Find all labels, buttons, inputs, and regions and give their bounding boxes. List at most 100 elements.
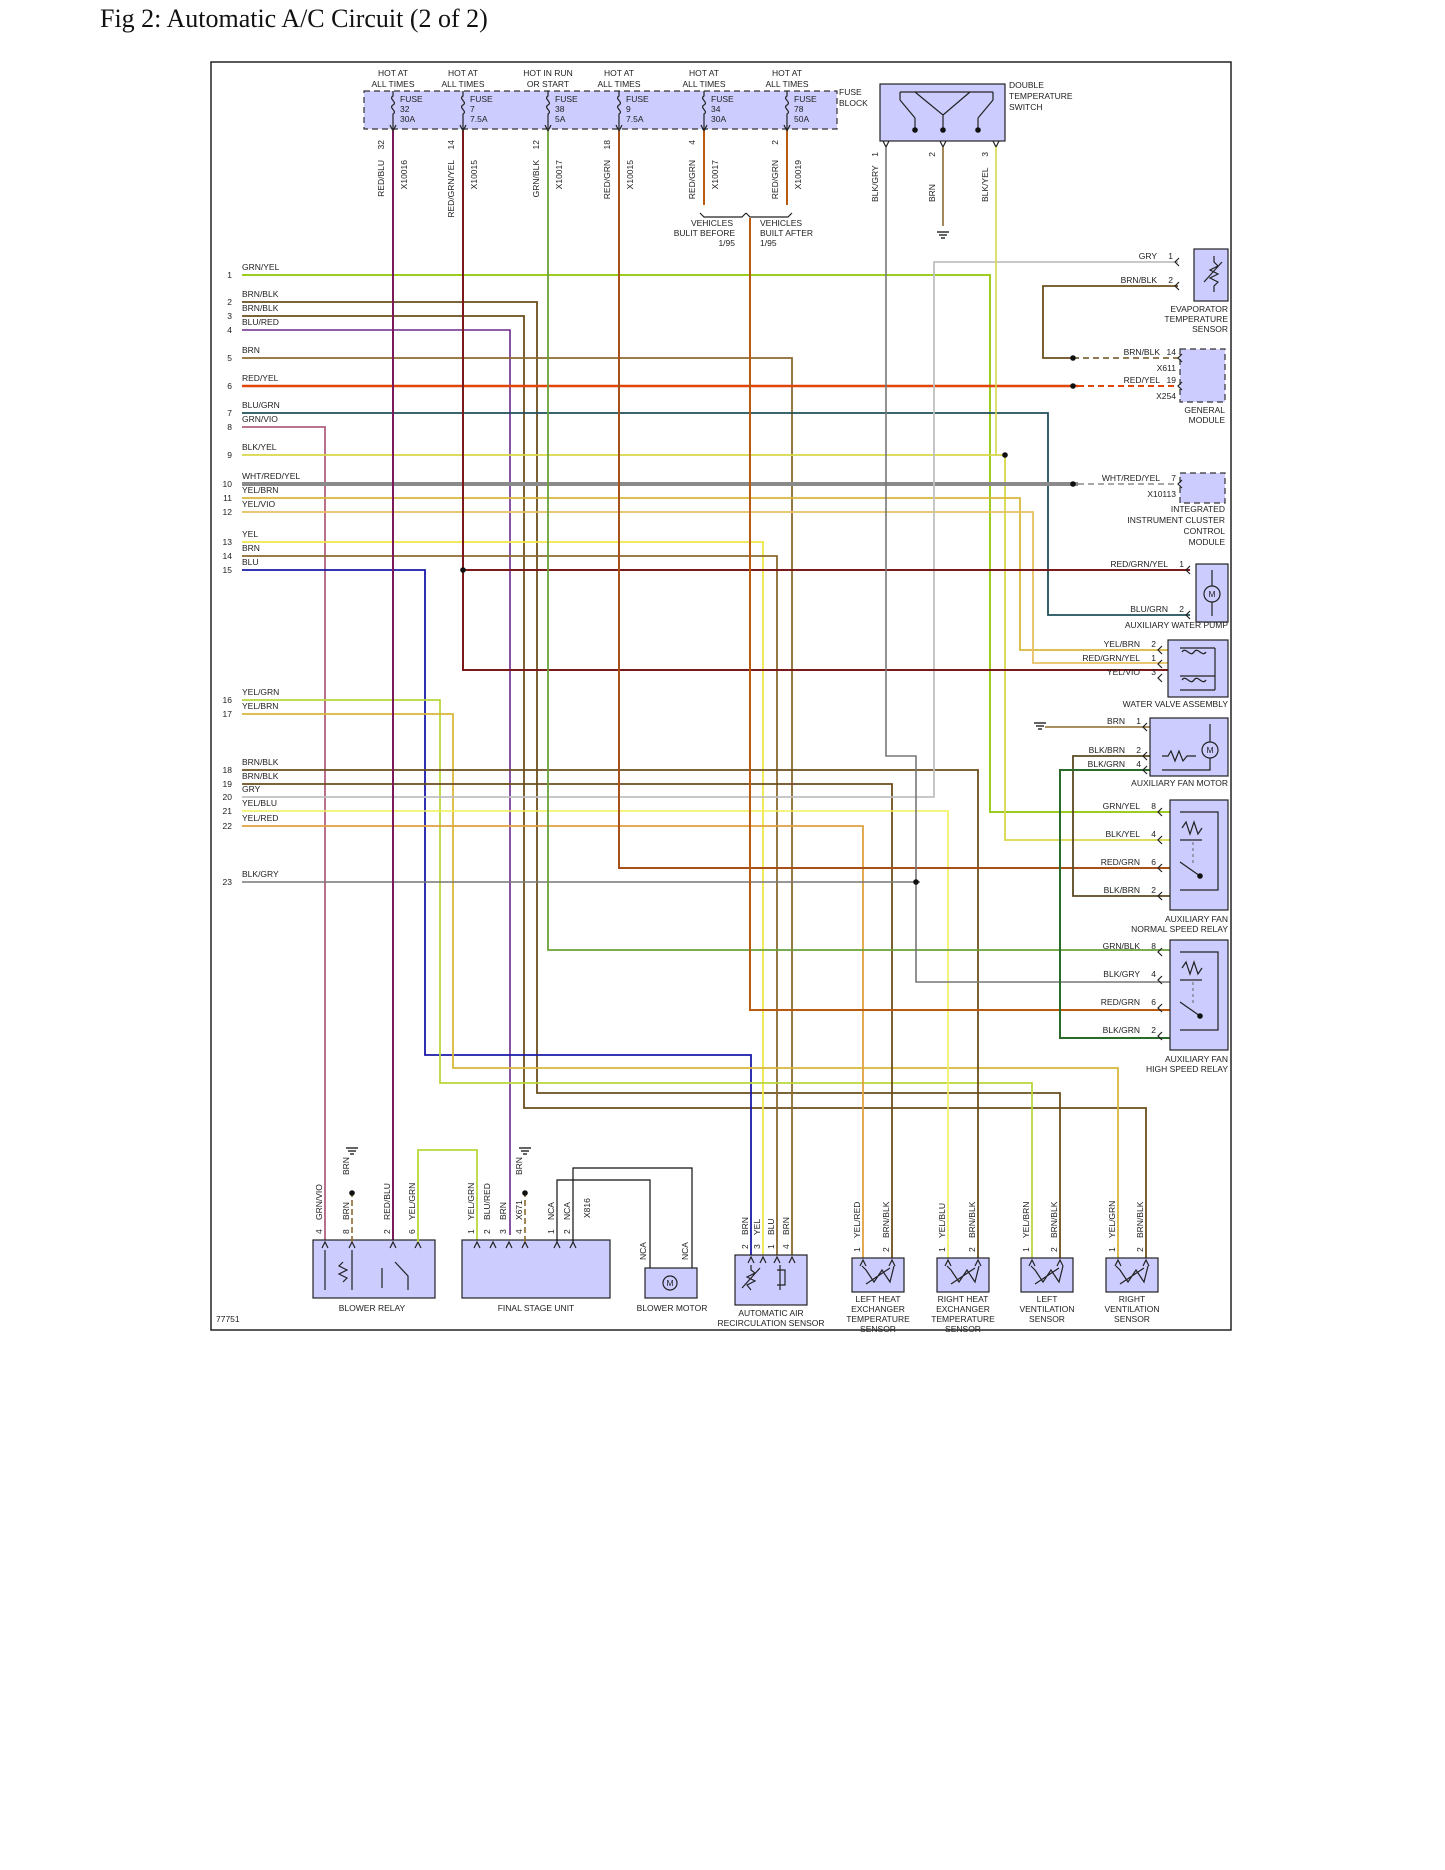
- sensor-pin: 2: [1135, 1247, 1145, 1252]
- final-stage-unit: [461, 1239, 611, 1299]
- wire-21: [242, 810, 949, 1262]
- sensor-name: VENTILATION: [1104, 1304, 1159, 1314]
- final-stage-pin: 1: [466, 1229, 476, 1234]
- figure-title: Fig 2: Automatic A/C Circuit (2 of 2): [100, 4, 488, 33]
- connector-icon: [1177, 353, 1183, 363]
- pin-wire-label: BRN/BLK: [1135, 1201, 1145, 1238]
- sensor-name: RIGHT HEAT: [938, 1294, 989, 1304]
- switch-wire-label: BLK/GRY: [870, 165, 880, 202]
- connector-icon: [759, 1255, 767, 1264]
- wire-4: [242, 329, 511, 1235]
- wire-number: 20: [223, 792, 233, 802]
- switch-label: SWITCH: [1009, 102, 1043, 112]
- pin-number: 1: [1151, 653, 1156, 663]
- sensor-pin: 1: [852, 1247, 862, 1252]
- pin-wire-label: YEL/GRN: [466, 1183, 476, 1220]
- wire-number: 17: [223, 709, 233, 719]
- pin-number: 3: [1151, 667, 1156, 677]
- final-stage-connector: X816: [582, 1198, 592, 1218]
- switch-pin: 2: [927, 152, 937, 157]
- splice-dot: [349, 1190, 355, 1196]
- pin-wire-label: BLU/RED: [482, 1183, 492, 1220]
- sensor-pin: 2: [881, 1247, 891, 1252]
- fuse-hot-label: ALL TIMES: [442, 79, 485, 89]
- pin-wire-label: BLU: [766, 1218, 776, 1235]
- connector-icon: [389, 1240, 397, 1249]
- wire-label: YEL/BRN: [242, 701, 278, 711]
- fuse-block-label: FUSE: [839, 87, 862, 97]
- diagram-frame: [210, 61, 1232, 1331]
- connector-icon: [1185, 610, 1191, 620]
- fuse-hot-label: ALL TIMES: [683, 79, 726, 89]
- instrument-cluster-name: INSTRUMENT CLUSTER: [1127, 515, 1225, 525]
- wire-1: [242, 274, 1170, 813]
- wire-number: 23: [223, 877, 233, 887]
- fuse-hot-label: HOT AT: [772, 68, 802, 78]
- pin-wire-label: GRN/VIO: [314, 1184, 324, 1220]
- pin-number: 1: [1168, 251, 1173, 261]
- sensor-icon: [741, 1265, 786, 1291]
- pin-wire-label: YEL/GRN: [1107, 1201, 1117, 1238]
- fuse-wire-grn-blk: [547, 131, 1170, 951]
- wire-number: 8: [227, 422, 232, 432]
- fuse-hot-label: HOT AT: [378, 68, 408, 78]
- connector-icon: [1114, 1258, 1122, 1267]
- connector-icon: [1185, 565, 1191, 575]
- fuse-wire-label: RED/GRN/YEL: [446, 160, 456, 218]
- blower-relay-pin: 2: [382, 1229, 392, 1234]
- fuse-icon: [461, 91, 465, 129]
- pin-wire-label: BRN/BLK: [1049, 1201, 1059, 1238]
- wire-blk-grn: [1059, 769, 1190, 1039]
- fuse-connector-label: X10015: [625, 160, 635, 190]
- instrument-cluster-name: INTEGRATED: [1171, 504, 1225, 514]
- pin-wire-label: BRN: [740, 1217, 750, 1235]
- connector-icon: [1142, 751, 1148, 761]
- evap-pin: GRY: [1139, 251, 1158, 261]
- connector-icon: [1177, 381, 1183, 391]
- fuse-hot-label: OR START: [527, 79, 569, 89]
- normal-speed-relay: [1169, 799, 1229, 911]
- pin-number: 2: [1151, 1025, 1156, 1035]
- wire-label: BRN: [242, 345, 260, 355]
- instrument-cluster-name: CONTROL: [1183, 526, 1225, 536]
- wire-14: [242, 555, 778, 1255]
- pin-number: 14: [1167, 347, 1177, 357]
- pin-number: 2: [1151, 639, 1156, 649]
- sensor-pin: 2: [967, 1247, 977, 1252]
- fuse-icon: [702, 91, 706, 129]
- splice-dot: [912, 127, 918, 133]
- fuse-hot-label: HOT AT: [448, 68, 478, 78]
- fuse-amp: 7.5A: [626, 114, 644, 124]
- fuse-hot-label: ALL TIMES: [766, 79, 809, 89]
- fuse-hot-label: HOT AT: [689, 68, 719, 78]
- sensor-name: EXCHANGER: [851, 1304, 905, 1314]
- wire-9: [242, 454, 1170, 841]
- fuse-amp: 5A: [555, 114, 566, 124]
- connector-icon: [1157, 891, 1163, 901]
- pin-number: 1: [1179, 559, 1184, 569]
- fuse-pin: 12: [531, 140, 541, 150]
- evap-pin: BRN/BLK: [1121, 275, 1158, 285]
- wire-19: [242, 783, 893, 1262]
- wire-blk-brn: [1072, 755, 1190, 897]
- wire-number: 18: [223, 765, 233, 775]
- motor-icon-letter: M: [1208, 589, 1215, 599]
- auxiliary-fan-motor: [1149, 717, 1229, 777]
- fuse-name: FUSE: [555, 94, 578, 104]
- ground-wire-label: BRN: [514, 1157, 524, 1175]
- sensor-pin: 1: [937, 1247, 947, 1252]
- pin-wire-label: YEL/BRN: [1021, 1202, 1031, 1238]
- thermistor-icon: [1030, 1265, 1064, 1285]
- evap-sensor-name: SENSOR: [1192, 324, 1228, 334]
- fuse-name: FUSE: [794, 94, 817, 104]
- connector-icon: [1174, 257, 1180, 267]
- wire-16: [242, 699, 1033, 1262]
- final-stage-name: FINAL STAGE UNIT: [498, 1303, 575, 1313]
- wire-22: [242, 825, 864, 1262]
- wire-label: BRN/BLK: [242, 303, 279, 313]
- wire-11: [242, 497, 1170, 651]
- connector-icon: [505, 1240, 513, 1249]
- recirc-pin: 1: [766, 1244, 776, 1249]
- wire-number: 19: [223, 779, 233, 789]
